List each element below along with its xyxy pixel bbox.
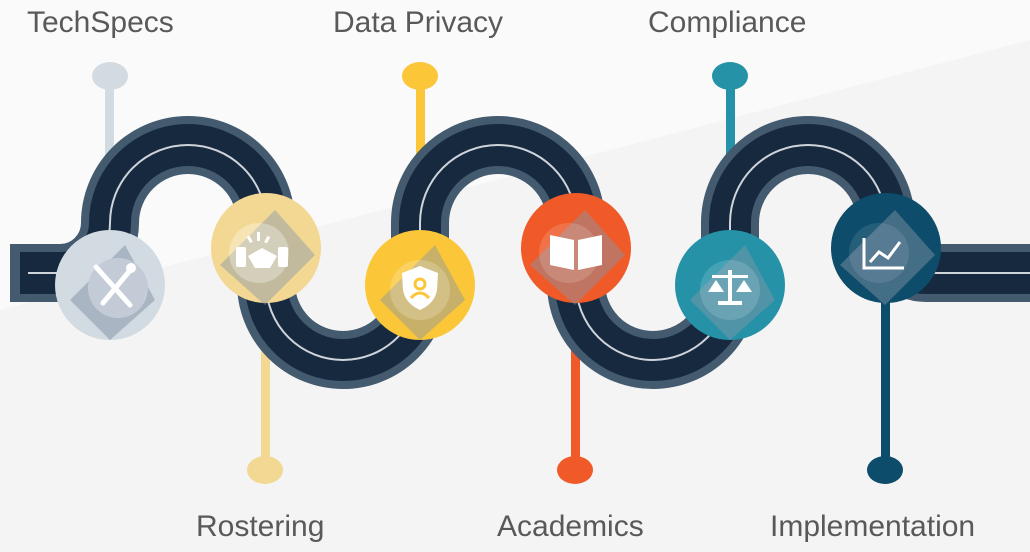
badge-rostering [211,193,321,305]
step-label-academics: Academics [497,510,644,543]
wrench-screwdriver-icon [93,263,136,308]
badge-compliance [675,230,785,340]
step-label-rostering: Rostering [196,510,325,543]
badge-techspecs [55,230,165,340]
handshake-icon [236,232,288,268]
badge-implementation [831,193,941,305]
step-label-implementation: Implementation [770,510,976,543]
pin-academics [557,260,593,484]
open-book-icon [550,235,602,270]
pin-implementation [867,260,903,484]
badge-academics [521,193,631,305]
winding-road [10,116,1030,389]
line-chart-icon [862,238,904,270]
shield-user-icon [402,266,438,310]
pin-rostering [247,260,283,484]
step-label-data-privacy: Data Privacy [333,6,504,39]
badge-data-privacy [365,230,475,340]
scales-icon [708,270,752,305]
step-label-compliance: Compliance [648,6,807,39]
step-label-techspecs: TechSpecs [27,6,174,39]
